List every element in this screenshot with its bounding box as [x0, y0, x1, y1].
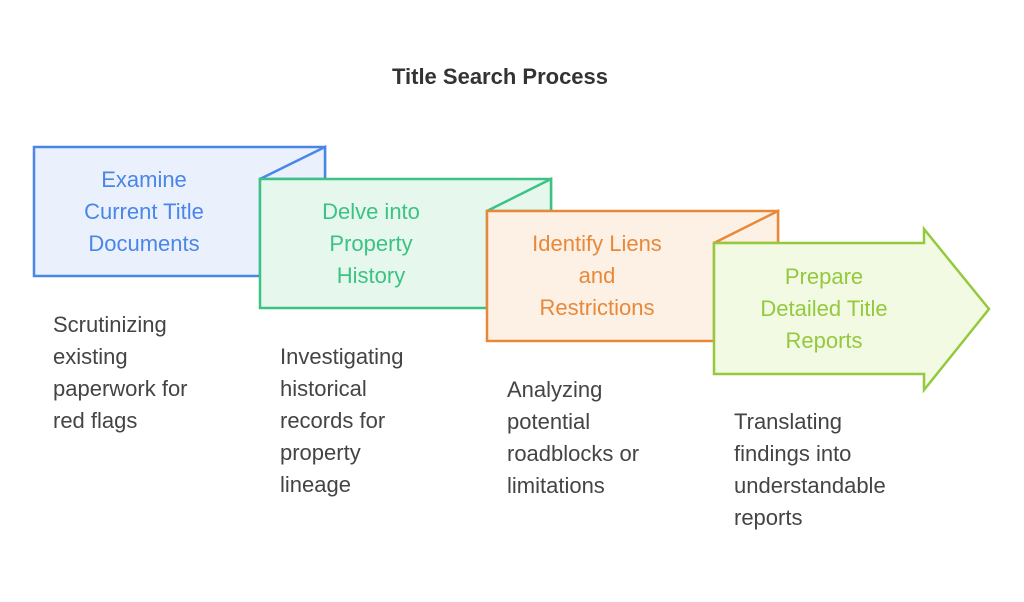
step-4-label: Prepare Detailed Title Reports: [760, 264, 888, 353]
step-4-description: Translating findings into understandable…: [734, 409, 886, 530]
step-3-label: Identify Liens and Restrictions: [532, 231, 662, 320]
step-2-label: Delve into Property History: [322, 199, 420, 288]
step-1-description: Scrutinizing existing paperwork for red …: [53, 312, 188, 433]
step-3-description: Analyzing potential roadblocks or limita…: [507, 377, 640, 498]
step-4-arrow-shape: [712, 225, 991, 394]
step-2-description: Investigating historical records for pro…: [280, 344, 404, 497]
step-1-label: Examine Current Title Documents: [84, 167, 204, 256]
diagram-title: Title Search Process: [391, 64, 609, 89]
